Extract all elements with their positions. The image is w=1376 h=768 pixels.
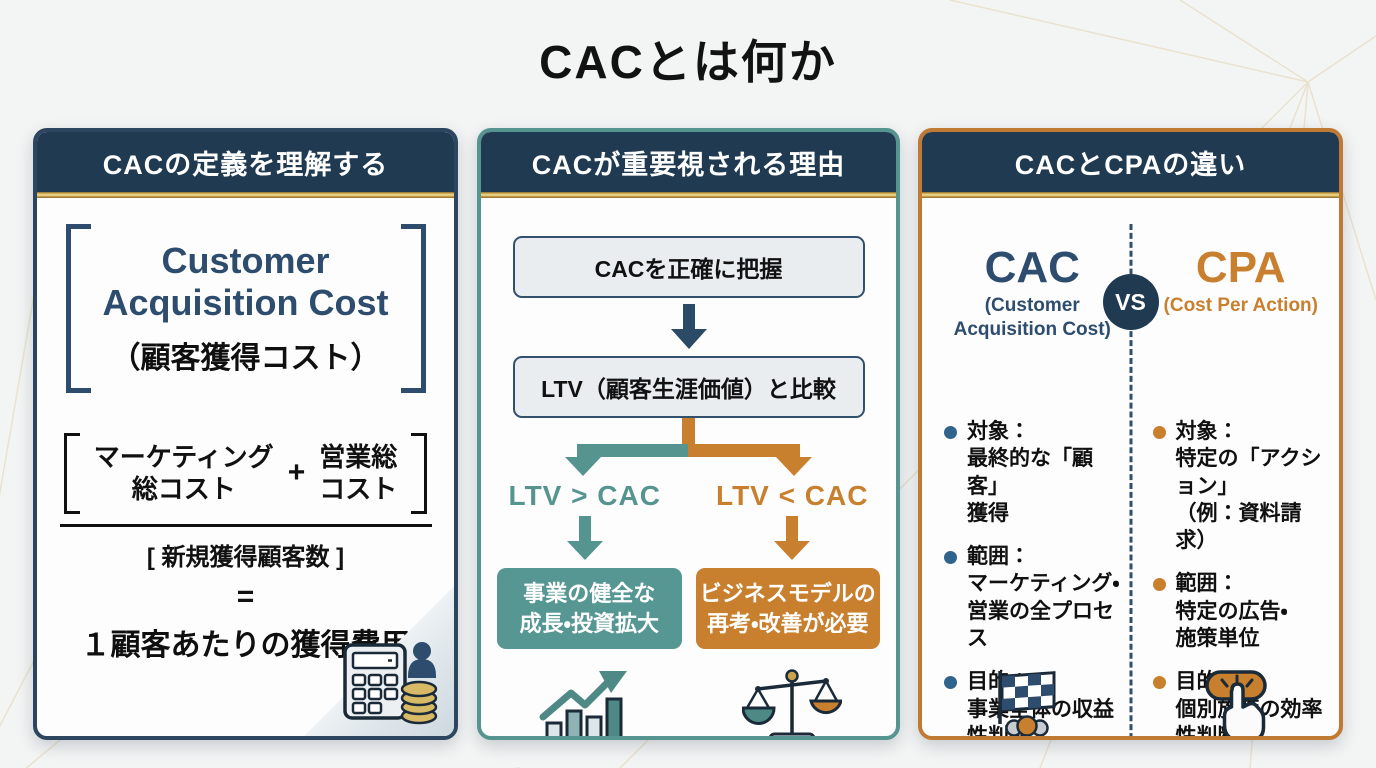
branch-arrows bbox=[481, 516, 896, 562]
bullet-label: 対象： bbox=[967, 420, 1030, 443]
calculator-coins-person-icon bbox=[343, 642, 438, 725]
balance-scale-icon bbox=[742, 669, 843, 736]
bullet-dot bbox=[944, 551, 957, 565]
bullet-text: 最終的な「顧客」 獲得 bbox=[967, 447, 1093, 525]
cpa-column: CPA (Cost Per Action) 対象： 特定の「アクション」 （例：… bbox=[1131, 198, 1340, 736]
teal-down-arrow-icon bbox=[566, 516, 603, 560]
dashed-divider bbox=[1129, 224, 1132, 736]
page-title: CACとは何か bbox=[539, 36, 837, 88]
left-bracket bbox=[65, 224, 91, 393]
cac-term-japanese: （顧客獲得コスト） bbox=[110, 341, 381, 375]
branch-label-ltv-lt-cac: LTV < CAC bbox=[716, 480, 869, 511]
panel-importance-header: CACが重要視される理由 bbox=[481, 132, 896, 192]
panel-comparison-body: VS CAC (Customer Acquisition Cost) 対象： 最… bbox=[922, 198, 1340, 736]
panel-comparison-header: CACとCPAの違い bbox=[922, 132, 1339, 192]
equals-sign: = bbox=[236, 580, 255, 614]
cpa-abbr: CPA bbox=[1195, 243, 1286, 292]
branch-labels: LTV > CAC LTV < CAC bbox=[481, 480, 896, 512]
plus-sign: + bbox=[287, 456, 306, 490]
list-item: 対象： 最終的な「顧客」 獲得 bbox=[944, 418, 1121, 527]
bullet-label: 範囲： bbox=[967, 545, 1030, 569]
vs-badge: VS bbox=[1102, 274, 1159, 330]
flow-step-2: LTV（顧客生涯価値）と比較 bbox=[512, 356, 865, 418]
hand-click-button-icon bbox=[1205, 670, 1267, 736]
bullet-dot bbox=[1152, 426, 1166, 439]
list-item: 対象： 特定の「アクション」 （例：資料請求） bbox=[1152, 418, 1330, 554]
panel-importance: CACが重要視される理由 CACを正確に把握 LTV（顧客生涯価値）と比較 LT… bbox=[477, 128, 900, 740]
flow-step-1: CACを正確に把握 bbox=[512, 236, 865, 298]
cac-heading: CAC (Customer Acquisition Cost) bbox=[944, 198, 1121, 398]
down-arrow-icon bbox=[670, 304, 707, 349]
panel-importance-body: CACを正確に把握 LTV（顧客生涯価値）と比較 LTV > CAC LTV <… bbox=[481, 198, 896, 736]
cac-formula: マーケティング 総コスト + 営業総 コスト [ 新規獲得顧客数 ] = １顧客… bbox=[37, 432, 454, 665]
small-left-bracket bbox=[63, 432, 80, 514]
right-bracket bbox=[400, 224, 426, 393]
bullet-text: マーケティング・ 営業の全プロセス bbox=[967, 572, 1120, 651]
checkered-flag-team-icon bbox=[998, 671, 1056, 736]
bullet-dot bbox=[944, 426, 957, 439]
formula-denominator: [ 新規獲得顧客数 ] bbox=[146, 544, 345, 572]
cac-full-name: (Customer Acquisition Cost) bbox=[953, 295, 1111, 340]
outcome-healthy-growth: 事業の健全な 成長・投資拡大 bbox=[497, 568, 682, 650]
marketing-cost-term: マーケティング 総コスト bbox=[93, 441, 274, 505]
panel-definition-body: Customer Acquisition Cost （顧客獲得コスト） マーケテ… bbox=[37, 198, 454, 736]
cpa-heading: CPA (Cost Per Action) bbox=[1153, 198, 1330, 398]
importance-icons-row bbox=[481, 665, 896, 736]
panel-definition-header: CACの定義を理解する bbox=[37, 132, 454, 192]
sales-cost-term: 営業総 コスト bbox=[319, 441, 398, 505]
cac-term-block: Customer Acquisition Cost （顧客獲得コスト） bbox=[65, 224, 426, 393]
outcome-boxes: 事業の健全な 成長・投資拡大 ビジネスモデルの 再考・改善が必要 bbox=[481, 568, 896, 650]
bullet-text: 特定の「アクション」 （例：資料請求） bbox=[1175, 447, 1322, 553]
bullet-dot bbox=[1152, 676, 1166, 690]
bullet-text: 特定の広告・ 施策単位 bbox=[1175, 599, 1288, 651]
small-right-bracket bbox=[411, 432, 428, 514]
fraction-line bbox=[59, 523, 432, 528]
cac-term-english: Customer Acquisition Cost bbox=[102, 240, 389, 324]
gold-divider bbox=[481, 192, 896, 198]
cac-column: CAC (Customer Acquisition Cost) 対象： 最終的な… bbox=[922, 198, 1131, 736]
orange-down-arrow-icon bbox=[774, 516, 811, 560]
bar-chart-growth-icon bbox=[539, 671, 627, 736]
cpa-full-name: (Cost Per Action) bbox=[1163, 295, 1318, 316]
bullet-dot bbox=[944, 676, 957, 690]
branch-label-ltv-gt-cac: LTV > CAC bbox=[508, 480, 661, 511]
cac-abbr: CAC bbox=[984, 243, 1080, 292]
bullet-label: 範囲： bbox=[1175, 572, 1239, 596]
bullet-dot bbox=[1152, 578, 1166, 592]
list-item: 範囲： 特定の広告・ 施策単位 bbox=[1152, 570, 1330, 652]
panel-comparison: CACとCPAの違い VS CAC (Customer Acquisition … bbox=[918, 128, 1343, 740]
gold-divider bbox=[37, 192, 454, 198]
list-item: 範囲： マーケティング・ 営業の全プロセス bbox=[944, 543, 1121, 652]
bullet-label: 対象： bbox=[1175, 420, 1239, 443]
panel-definition: CACの定義を理解する Customer Acquisition Cost （顧… bbox=[33, 128, 458, 740]
branch-connector bbox=[565, 418, 812, 476]
formula-numerator: マーケティング 総コスト + 営業総 コスト bbox=[37, 432, 454, 514]
cpa-bullets: 対象： 特定の「アクション」 （例：資料請求） 範囲： 特定の広告・ 施策単位 bbox=[1152, 418, 1330, 736]
outcome-rethink-model: ビジネスモデルの 再考・改善が必要 bbox=[695, 568, 880, 650]
gold-divider bbox=[922, 192, 1339, 198]
